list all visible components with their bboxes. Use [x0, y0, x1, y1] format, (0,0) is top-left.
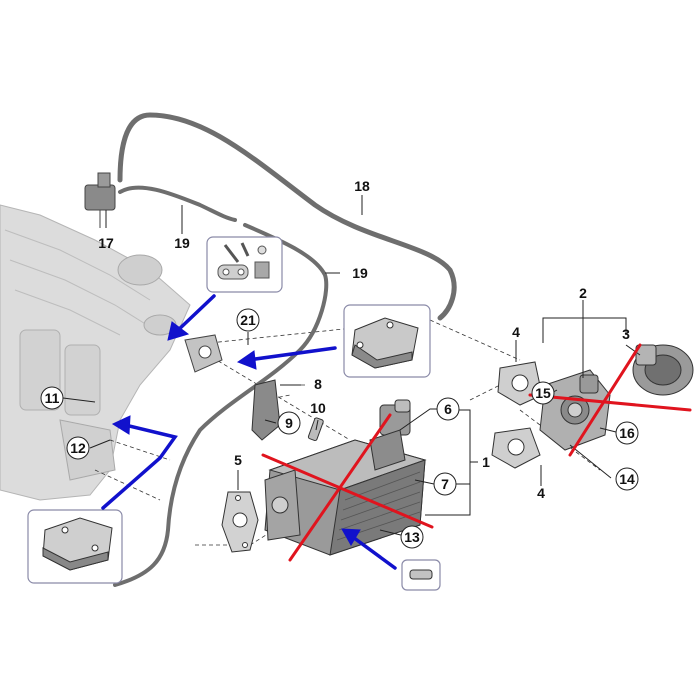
vacuum-hose-19 [113, 185, 329, 587]
callout-3: 3 [622, 326, 630, 342]
callout-13: 13 [400, 525, 424, 549]
pressure-converter-17 [84, 172, 116, 228]
callout-1: 1 [482, 454, 490, 470]
vacuum-hose-18 [117, 112, 457, 321]
callout-15: 15 [531, 381, 555, 405]
callout-4-bottom: 4 [537, 485, 545, 501]
inset-blanking-plate-top [343, 304, 431, 378]
callout-16: 16 [615, 421, 639, 445]
callout-21: 21 [236, 308, 260, 332]
callout-18: 18 [354, 178, 370, 194]
svg-text:13: 13 [404, 529, 420, 545]
inset-bolt-kit [206, 236, 283, 293]
callout-19-top: 19 [174, 235, 190, 251]
svg-text:9: 9 [285, 415, 293, 431]
callout-4-top: 4 [512, 324, 520, 340]
svg-text:6: 6 [444, 401, 452, 417]
callout-11: 11 [40, 386, 64, 410]
egr-valve-6 [369, 399, 411, 471]
vacuum-actuator-3 [632, 344, 694, 396]
callout-19-mid: 19 [352, 265, 368, 281]
gasket-5 [221, 491, 259, 553]
svg-text:21: 21 [240, 312, 256, 328]
callout-9: 9 [277, 411, 301, 435]
callout-12: 12 [66, 436, 90, 460]
callout-14: 14 [615, 467, 639, 491]
callout-5: 5 [234, 452, 242, 468]
svg-text:7: 7 [441, 476, 449, 492]
throttle-assembly [539, 369, 611, 451]
svg-text:11: 11 [45, 390, 60, 406]
svg-text:14: 14 [619, 471, 635, 487]
svg-text:12: 12 [70, 440, 86, 456]
gasket-4-bottom [491, 427, 541, 469]
callout-labels: 17 19 18 19 8 10 5 1 4 4 2 3 21 9 11 12 [40, 178, 639, 549]
blue-arrows [101, 294, 397, 570]
callout-2: 2 [579, 285, 587, 301]
svg-text:16: 16 [619, 425, 635, 441]
callout-10: 10 [310, 400, 326, 416]
inset-blanking-plate-bottom [27, 509, 123, 584]
egr-pipe-flange-21 [184, 334, 223, 373]
callout-6: 6 [436, 397, 460, 421]
callout-8: 8 [314, 376, 322, 392]
red-cross-marks [261, 343, 692, 562]
callout-17: 17 [98, 235, 114, 251]
callout-7: 7 [433, 472, 457, 496]
svg-text:15: 15 [535, 385, 551, 401]
inset-bolt-13 [401, 559, 441, 591]
